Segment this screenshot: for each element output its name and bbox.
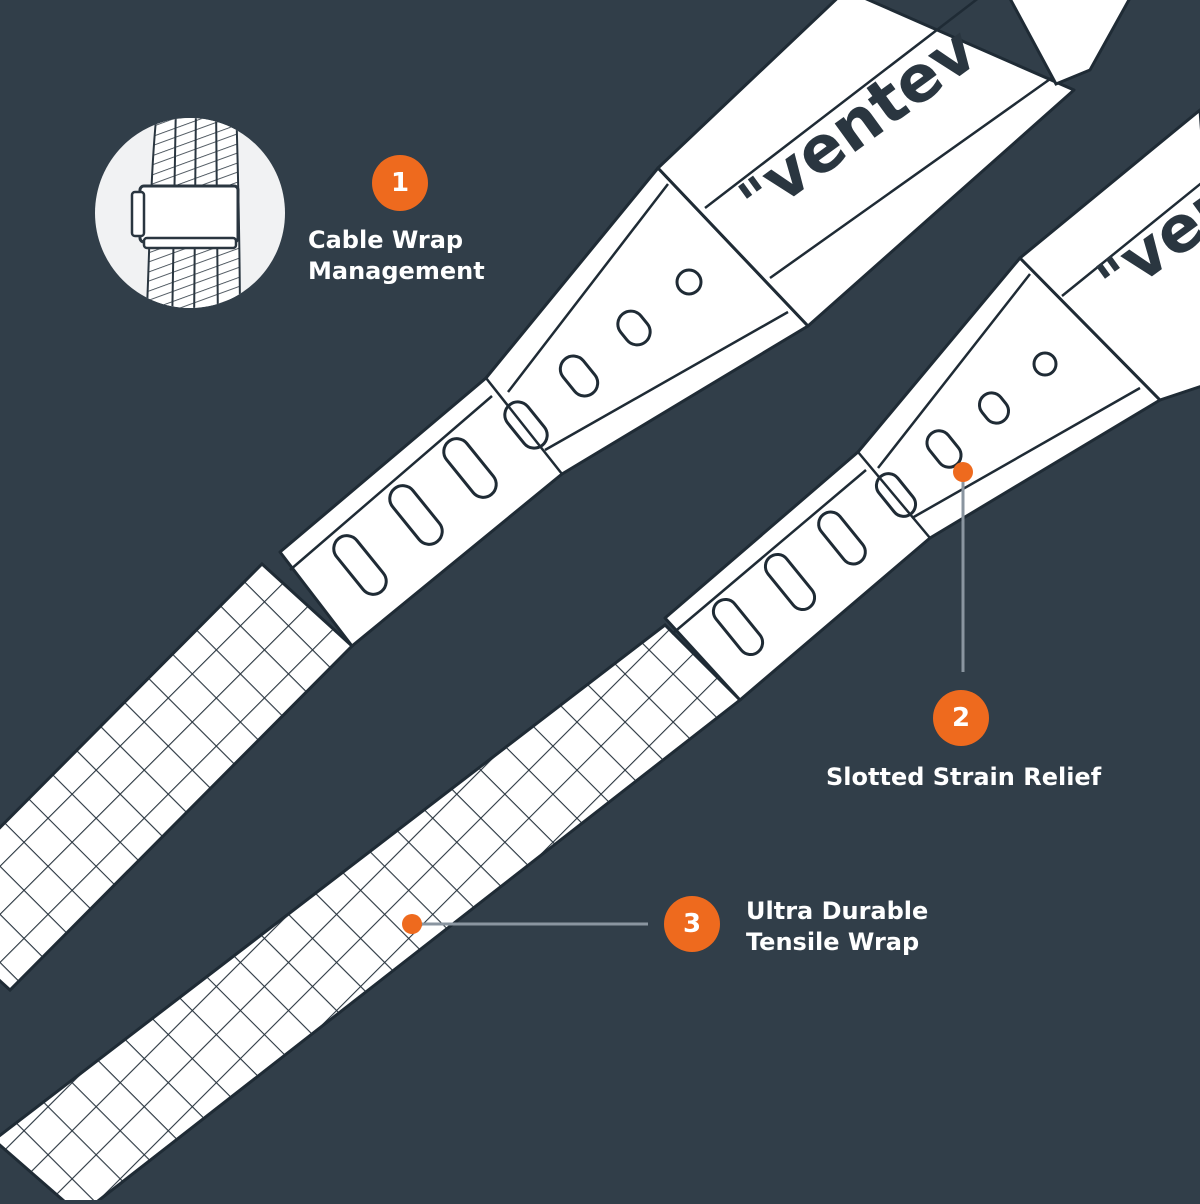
callout-2-dot <box>953 462 973 482</box>
cable-b: ventev " <box>0 93 1200 1204</box>
callout-2-leader <box>953 462 973 672</box>
callout-2-number: 2 <box>951 703 971 733</box>
callout-2-badge: 2 <box>933 690 989 746</box>
cable-a-slots <box>332 268 703 596</box>
cable-b-slots <box>711 351 1058 657</box>
callout-3-line-2: Tensile Wrap <box>746 928 920 956</box>
callout-3-badge: 3 <box>664 896 720 952</box>
cable-a-tensile-wrap <box>0 561 355 993</box>
callout-1-number: 1 <box>390 168 410 198</box>
callout-1-label: Cable Wrap Management <box>308 225 485 287</box>
cable-b-housing <box>1018 108 1200 402</box>
cable-wrap-clip-icon <box>130 118 242 308</box>
callout-1-line-1: Cable Wrap <box>308 226 464 254</box>
callout-1-badge: 1 <box>372 155 428 211</box>
cable-wrap-inset <box>95 118 285 308</box>
callout-3-number: 3 <box>682 909 702 939</box>
callout-3-dot <box>402 914 422 934</box>
callout-3-leader <box>402 914 648 934</box>
callout-3-line-1: Ultra Durable <box>746 897 929 925</box>
cable-a: ventev " <box>0 0 1131 993</box>
callout-1-line-2: Management <box>308 257 485 285</box>
callout-3-label: Ultra Durable Tensile Wrap <box>746 896 928 958</box>
cable-a-housing <box>656 0 1076 328</box>
callout-2-line-1: Slotted Strain Relief <box>826 763 1102 791</box>
callout-2-label: Slotted Strain Relief <box>826 762 1101 793</box>
cable-b-tensile-wrap <box>0 623 743 1204</box>
